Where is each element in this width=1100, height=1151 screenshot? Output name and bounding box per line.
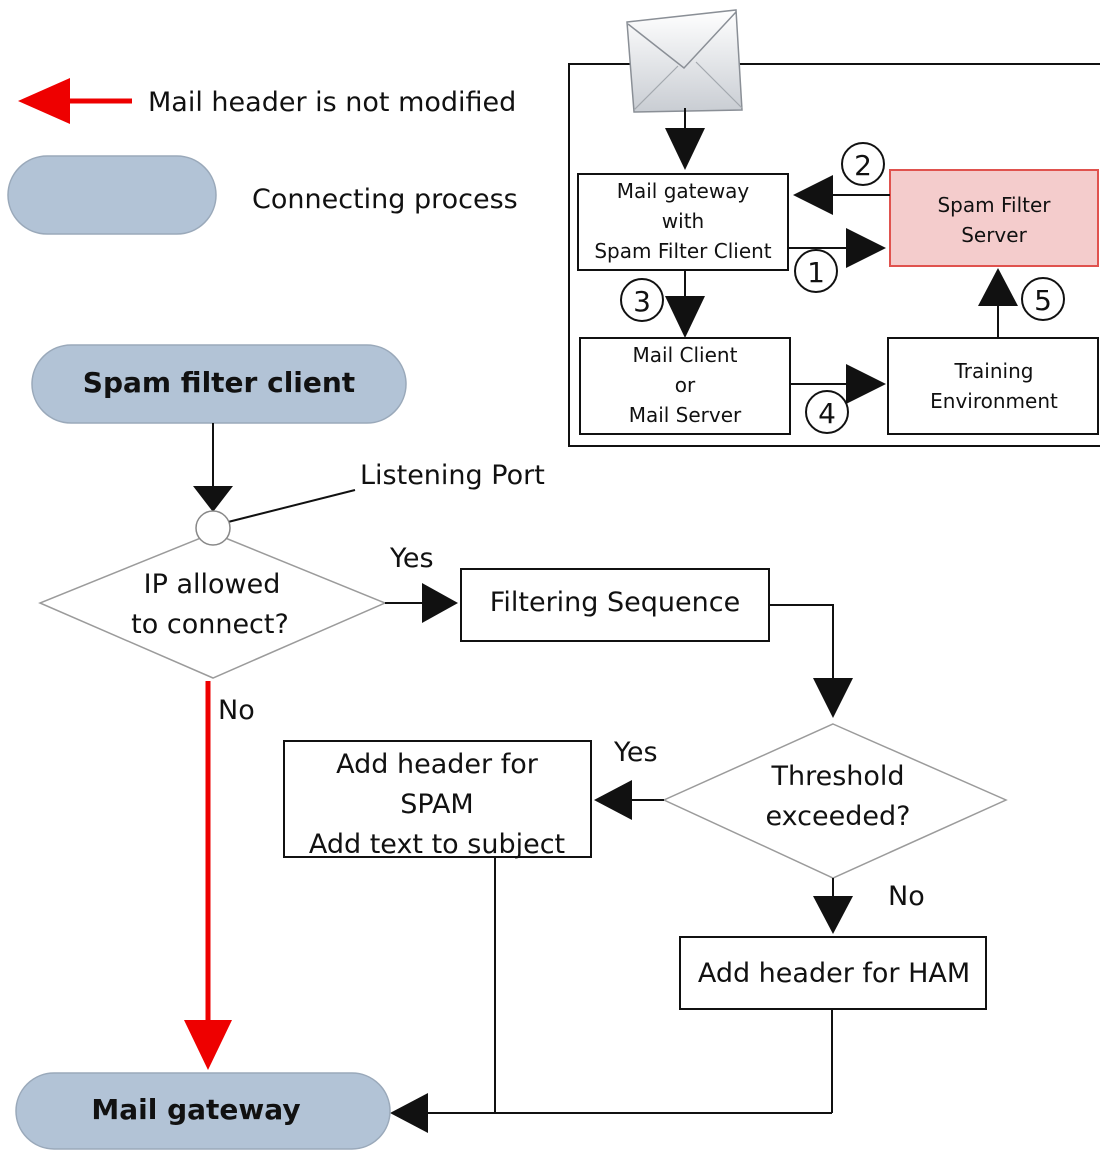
threshold-line-2: exceeded? bbox=[766, 801, 911, 832]
step-4-label: 4 bbox=[818, 397, 836, 430]
spam-filter-client-pill bbox=[31, 344, 407, 424]
spam-filter-server-box bbox=[889, 169, 1099, 267]
step-3-label: 3 bbox=[633, 285, 651, 318]
client-line-2: or bbox=[675, 373, 696, 397]
no-label-2: No bbox=[888, 881, 925, 912]
client-line-3: Mail Server bbox=[629, 403, 742, 427]
step-5-label: 5 bbox=[1034, 284, 1052, 317]
legend-red-arrow-label: Mail header is not modified bbox=[148, 87, 516, 118]
inset-overview: Mail gateway with Spam Filter Client Spa… bbox=[568, 9, 1100, 447]
gateway-box bbox=[577, 173, 789, 271]
envelope-icon bbox=[626, 9, 743, 113]
yes-label-2: Yes bbox=[613, 737, 658, 768]
step-1-marker: 1 bbox=[794, 249, 838, 293]
step-3-marker: 3 bbox=[620, 278, 664, 322]
yes-label-1: Yes bbox=[389, 543, 434, 574]
spam-line-3: Add text to subject bbox=[309, 829, 565, 860]
training-environment-box bbox=[887, 337, 1099, 435]
server-line-1: Spam Filter bbox=[937, 193, 1051, 217]
spam-header-box bbox=[283, 740, 592, 858]
gateway-line-2: with bbox=[662, 209, 704, 233]
inset-frame bbox=[568, 63, 1100, 447]
no-path-red-arrowhead bbox=[184, 1020, 232, 1070]
main-flow: Spam filter client Listening Port IP all… bbox=[15, 344, 1008, 1150]
training-line-2: Environment bbox=[930, 389, 1058, 413]
spam-line-2: SPAM bbox=[400, 789, 473, 820]
step-1-label: 1 bbox=[807, 256, 825, 289]
filtering-sequence-box bbox=[460, 568, 770, 642]
ham-header-box bbox=[679, 936, 987, 1010]
server-line-2: Server bbox=[961, 223, 1027, 247]
ip-decision-line-2: to connect? bbox=[131, 609, 289, 640]
start-label: Spam filter client bbox=[83, 366, 355, 399]
step-2-label: 2 bbox=[854, 149, 872, 182]
red-arrow-icon bbox=[18, 78, 132, 124]
ip-decision-line-1: IP allowed bbox=[144, 569, 281, 600]
ip-allowed-decision bbox=[38, 532, 387, 679]
gateway-line-1: Mail gateway bbox=[617, 179, 750, 203]
filtering-label: Filtering Sequence bbox=[490, 587, 740, 618]
listening-port-label: Listening Port bbox=[360, 460, 545, 491]
legend: Mail header is not modified Connecting p… bbox=[7, 78, 518, 235]
gateway-line-3: Spam Filter Client bbox=[594, 239, 771, 263]
threshold-line-1: Threshold bbox=[770, 761, 904, 792]
end-label: Mail gateway bbox=[91, 1093, 300, 1126]
spam-line-1: Add header for bbox=[336, 749, 539, 780]
client-line-1: Mail Client bbox=[633, 343, 738, 367]
mail-gateway-pill bbox=[15, 1072, 391, 1150]
legend-pill-label: Connecting process bbox=[252, 184, 518, 215]
step-4-marker: 4 bbox=[805, 390, 849, 434]
mail-client-box bbox=[579, 337, 791, 435]
step-2-marker: 2 bbox=[841, 142, 885, 186]
no-label-1: No bbox=[218, 695, 255, 726]
step-5-marker: 5 bbox=[1021, 277, 1065, 321]
listening-port-icon bbox=[195, 510, 231, 546]
ham-label: Add header for HAM bbox=[698, 958, 970, 989]
connecting-process-legend-shape bbox=[7, 155, 217, 235]
training-line-1: Training bbox=[954, 359, 1034, 383]
